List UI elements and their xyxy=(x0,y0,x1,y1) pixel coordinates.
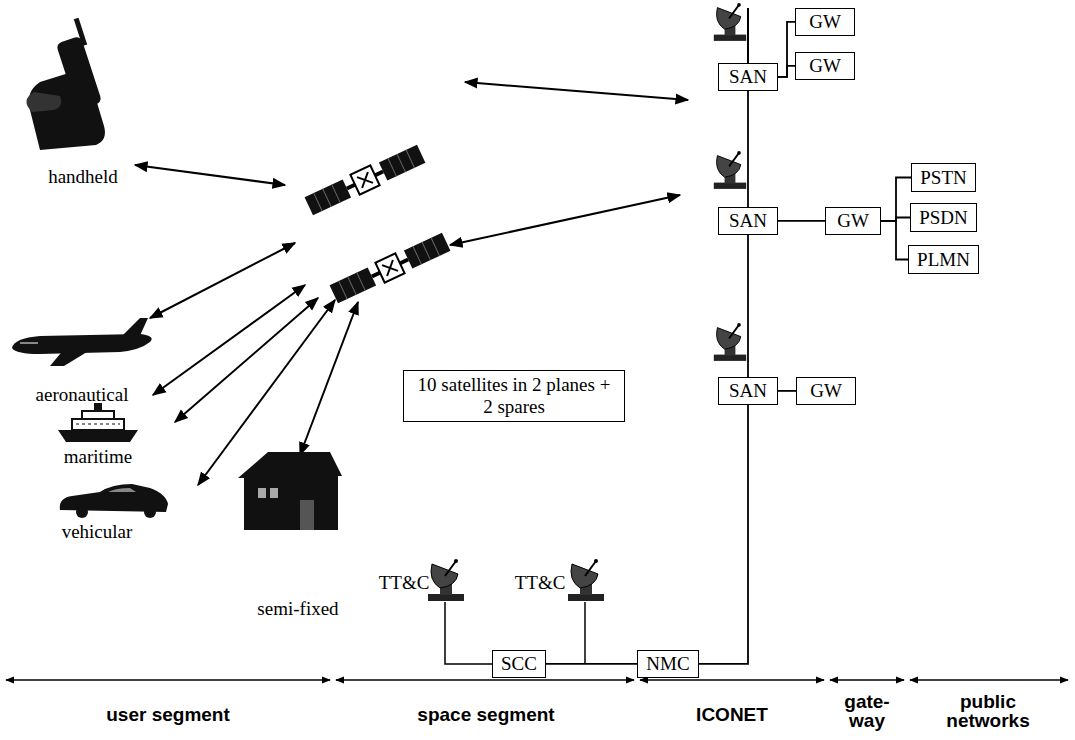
san-box: SAN xyxy=(718,63,778,91)
segment-label: public networks xyxy=(933,692,1043,730)
gateway-box: GW xyxy=(825,207,881,235)
box-text: SAN xyxy=(729,210,767,232)
box-text: 10 satellites in 2 planes + 2 spares xyxy=(412,374,616,418)
antenna-label: TT&C xyxy=(379,572,430,594)
network-box: PLMN xyxy=(908,245,979,274)
box-text: PSDN xyxy=(919,207,968,229)
san-box: SAN xyxy=(718,207,778,235)
box-text: SAN xyxy=(729,380,767,402)
gateway-box: GW xyxy=(795,52,855,80)
connector-line xyxy=(778,22,795,77)
control-box: SCC xyxy=(492,650,546,678)
gateway-box: GW xyxy=(795,8,855,36)
connector-line xyxy=(778,220,825,222)
connector-line xyxy=(778,66,795,77)
segment-label: space segment xyxy=(417,704,554,726)
box-text: PLMN xyxy=(917,249,970,271)
segment-label: ICONET xyxy=(696,704,768,726)
gateway-box: GW xyxy=(796,377,856,405)
network-box: PSDN xyxy=(910,203,977,232)
box-text: GW xyxy=(809,11,841,33)
box-text: NMC xyxy=(646,653,689,675)
segment-label: gate- way xyxy=(839,692,895,730)
box-text: GW xyxy=(809,55,841,77)
connector-line xyxy=(747,91,749,207)
network-box: PSTN xyxy=(911,163,975,192)
box-text: GW xyxy=(837,210,869,232)
note-box: 10 satellites in 2 planes + 2 spares xyxy=(403,370,625,422)
connector-line xyxy=(699,405,748,664)
san-box: SAN xyxy=(718,377,778,405)
box-text: PSTN xyxy=(920,167,966,189)
connector-line xyxy=(881,221,908,260)
box-text: GW xyxy=(810,380,842,402)
connector-line xyxy=(778,390,796,392)
terminal-label: semi-fixed xyxy=(257,598,338,620)
connector-line xyxy=(747,235,749,377)
box-text: SCC xyxy=(501,653,537,675)
terminal-label: handheld xyxy=(48,166,118,188)
control-box: NMC xyxy=(637,650,698,678)
box-text: SAN xyxy=(729,66,767,88)
terminal-label: aeronautical xyxy=(36,384,129,406)
connector-line xyxy=(881,178,911,221)
terminal-label: maritime xyxy=(64,446,133,468)
connector-line xyxy=(546,663,637,665)
segment-label: user segment xyxy=(106,704,230,726)
terminal-label: vehicular xyxy=(62,521,133,543)
antenna-label: TT&C xyxy=(515,572,566,594)
